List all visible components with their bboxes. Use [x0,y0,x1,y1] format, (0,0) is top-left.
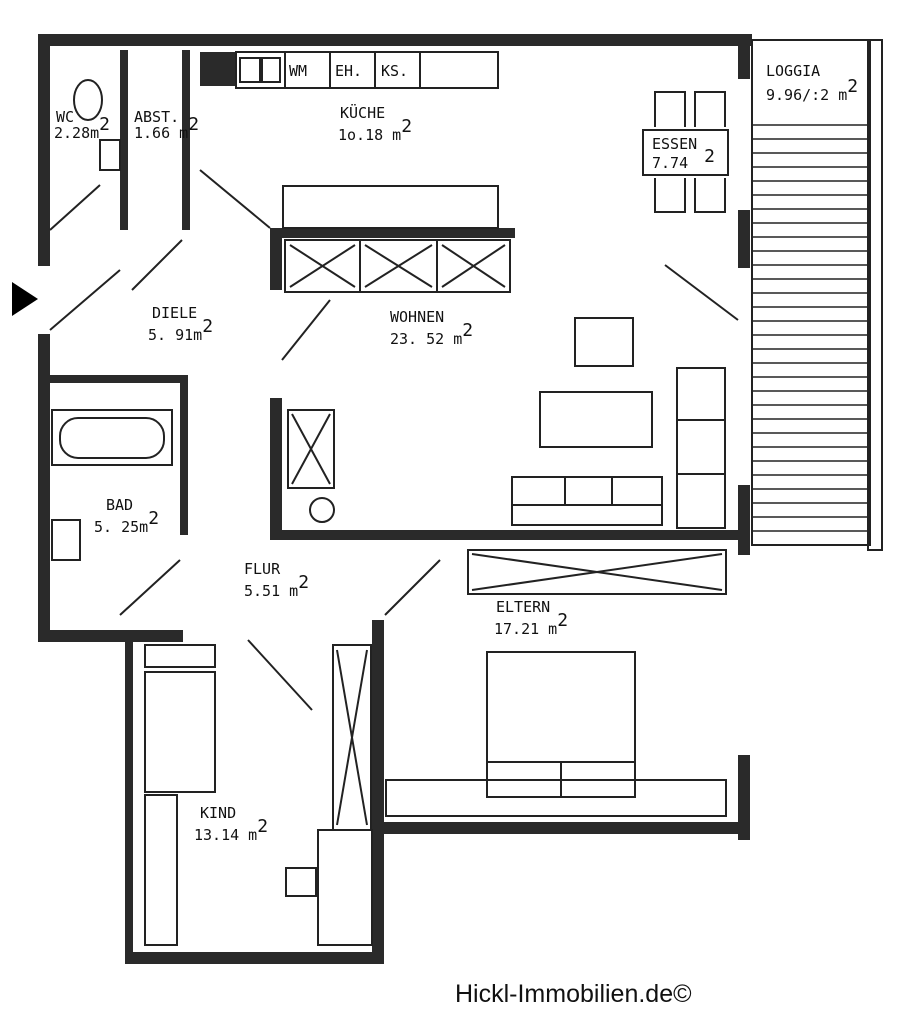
sup: 2 [704,146,715,167]
room-eltern-name: ELTERN [496,598,550,616]
living-furniture [287,317,726,529]
room-essen-name: ESSEN [652,135,697,153]
sup: 2 [557,610,568,631]
toilet-icon [73,79,103,121]
dining-table-icon [642,91,729,213]
walls [38,34,752,964]
sink-icon [239,57,261,83]
sup: 2 [298,572,309,593]
sup: 2 [202,316,213,337]
entrance-arrow-icon [12,282,38,316]
bathtub-icon [51,409,173,466]
sup: 2 [401,116,412,137]
appliance-ks: KS. [381,62,408,80]
svg-text:1.66 m2: 1.66 m2 [134,114,199,142]
room-kind-area: 13.14 m [194,826,257,844]
room-eltern-area: 17.21 m [494,620,557,638]
room-kind-name: KIND [200,804,236,822]
loggia-balcony [751,39,883,551]
kitchen-counter: WM EH. KS. [235,51,499,229]
svg-text:1o.18 m2: 1o.18 m2 [338,116,412,144]
room-kueche-area: 1o.18 m [338,126,401,144]
sup: 2 [257,816,268,837]
washbasin-icon [51,519,81,561]
sup: 2 [99,114,110,135]
svg-text:5.51 m2: 5.51 m2 [244,572,309,600]
room-diele-name: DIELE [152,304,197,322]
watermark: Hickl-Immobilien.de© [455,980,692,1008]
svg-text:5. 25m2: 5. 25m2 [94,508,159,536]
appliance-wm: WM [289,62,307,80]
svg-text:7.742: 7.74 2 [652,146,715,172]
room-bad-area: 5. 25m [94,518,148,536]
svg-text:2.28m2: 2.28m2 [54,114,110,142]
stove-icon [309,497,335,523]
room-loggia-area: 9.96/:2 m [766,86,847,104]
room-flur-area: 5.51 m [244,582,298,600]
room-loggia-name: LOGGIA [766,62,820,80]
room-kueche-name: KÜCHE [340,103,385,122]
bedroom-furniture [144,549,727,946]
room-wohnen-area: 23. 52 m [390,330,462,348]
svg-text:9.96/:2 m2: 9.96/:2 m2 [766,76,858,104]
svg-text:17.21 m2: 17.21 m2 [494,610,568,638]
room-abst-name: ABST. [134,108,179,126]
room-wc-area: 2.28m [54,124,99,142]
svg-text:13.14 m2: 13.14 m2 [194,816,268,844]
door-swings [49,169,739,711]
single-bed-icon [144,671,216,793]
svg-text:23. 52 m2: 23. 52 m2 [390,320,473,348]
room-flur-name: FLUR [244,560,281,578]
room-abst-area: 1.66 m [134,124,188,142]
wohnen-cabinet [284,239,511,293]
room-wohnen-name: WOHNEN [390,308,444,326]
appliance-eh: EH. [335,62,362,80]
bathroom-fixtures [51,79,173,561]
sup: 2 [462,320,473,341]
room-wc-name: WC [56,108,74,126]
room-labels: WC 2.28m2 ABST. 1.66 m2 KÜCHE 1o.18 m2 E… [54,62,858,844]
sup: 2 [847,76,858,97]
desk-icon [317,829,373,946]
room-diele-area: 5. 91m [148,326,202,344]
room-bad-name: BAD [106,496,133,514]
sup: 2 [188,114,199,135]
wc-basin-icon [99,139,121,171]
room-essen-area: 7.74 [652,154,688,172]
svg-text:5. 91m2: 5. 91m2 [148,316,213,344]
sup: 2 [148,508,159,529]
